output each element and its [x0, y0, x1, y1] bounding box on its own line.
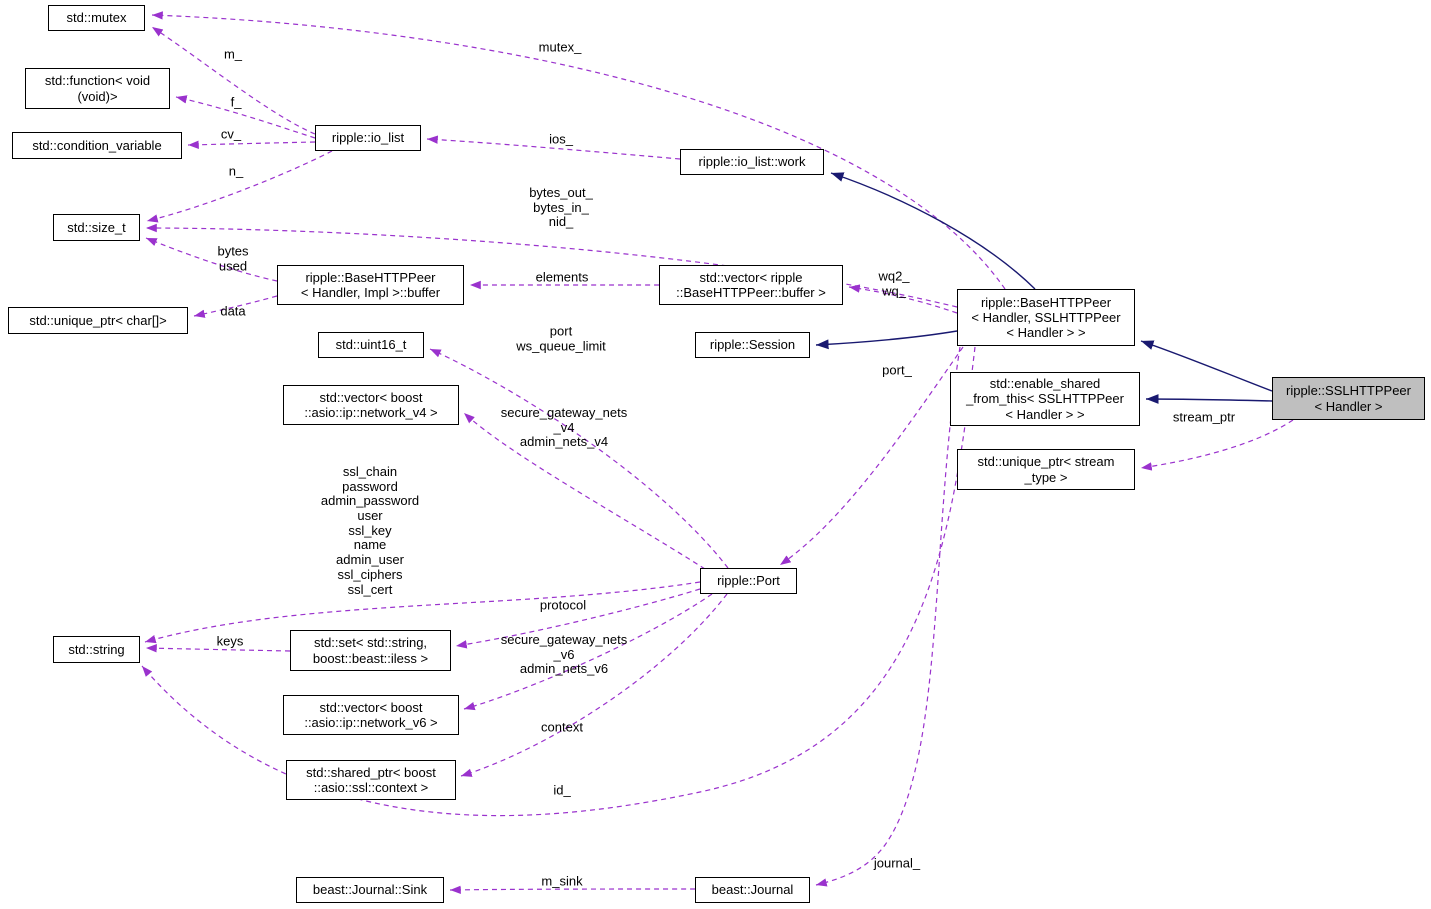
- edge-port-strings: [144, 581, 701, 644]
- node-std-condition-variable[interactable]: std::condition_variable: [12, 132, 182, 159]
- edge-label-ios: ios_: [549, 131, 573, 147]
- edge-context: [460, 593, 728, 777]
- edge-id: [141, 346, 976, 817]
- edge-v6: [463, 593, 713, 711]
- node-ripple-session[interactable]: ripple::Session: [695, 332, 810, 358]
- edge-inherit-basehttppeer: [1140, 340, 1273, 392]
- node-ripple-port[interactable]: ripple::Port: [700, 568, 797, 594]
- edge-protocol: [455, 588, 701, 649]
- edge-label-id: id_: [553, 782, 571, 798]
- node-beast-journal-sink[interactable]: beast::Journal::Sink: [296, 877, 444, 903]
- edge-label-port-ref: port_: [882, 362, 912, 378]
- edge-inherit-work: [830, 172, 1036, 290]
- node-std-uint16-t[interactable]: std::uint16_t: [318, 332, 424, 358]
- edge-bytes-used: [145, 237, 278, 282]
- node-std-mutex[interactable]: std::mutex: [48, 5, 145, 31]
- node-ripple-io-list[interactable]: ripple::io_list: [315, 125, 421, 151]
- node-std-vector-network-v6[interactable]: std::vector< boost ::asio::ip::network_v…: [283, 695, 459, 735]
- edge-f: [175, 95, 316, 139]
- edge-mutex: [151, 11, 1006, 290]
- edge-label-cv: cv_: [220, 126, 242, 142]
- edge-label-protocol: protocol: [539, 597, 587, 613]
- edge-label-wq: wq2_ wq_: [878, 268, 910, 298]
- node-beast-journal[interactable]: beast::Journal: [695, 877, 810, 903]
- edge-label-mutex: mutex_: [538, 39, 582, 55]
- node-std-string[interactable]: std::string: [53, 636, 140, 663]
- edge-inherit-session: [815, 330, 958, 350]
- edge-label-f: f_: [230, 94, 242, 110]
- edge-v4: [463, 412, 706, 570]
- edge-data: [193, 295, 278, 318]
- node-std-shared-ptr-ssl-context[interactable]: std::shared_ptr< boost ::asio::ssl::cont…: [286, 760, 456, 800]
- edge-label-m-sink: m_sink: [541, 873, 583, 889]
- edge-label-keys: keys: [216, 633, 244, 649]
- edge-label-context: context: [541, 719, 583, 735]
- edge-label-bytes-used: bytes used: [217, 243, 249, 273]
- edge-m: [151, 26, 316, 135]
- node-std-vector-network-v4[interactable]: std::vector< boost ::asio::ip::network_v…: [283, 385, 459, 425]
- edge-label-bytes: bytes_out_ bytes_in_ nid_: [529, 184, 593, 230]
- edge-label-port-strings: ssl_chain password admin_password user s…: [320, 463, 420, 597]
- node-std-unique-ptr-char[interactable]: std::unique_ptr< char[]>: [8, 307, 188, 334]
- edge-inherit-enable-shared: [1145, 394, 1273, 404]
- edge-label-port-wsq: port ws_queue_limit: [516, 323, 606, 353]
- node-ripple-sslhttppeer: ripple::SSLHTTPPeer < Handler >: [1272, 377, 1425, 420]
- edge-n: [146, 150, 333, 223]
- node-std-enable-shared-from-this[interactable]: std::enable_shared _from_this< SSLHTTPPe…: [950, 372, 1140, 426]
- node-std-set-iless[interactable]: std::set< std::string, boost::beast::ile…: [290, 630, 451, 671]
- edge-label-v4: secure_gateway_nets _v4 admin_nets_v4: [500, 404, 628, 450]
- node-std-vector-buffer[interactable]: std::vector< ripple ::BaseHTTPPeer::buff…: [659, 265, 843, 305]
- node-std-size-t[interactable]: std::size_t: [53, 214, 140, 241]
- edge-cv: [187, 140, 316, 149]
- edge-label-elements: elements: [535, 269, 589, 285]
- edge-keys: [145, 644, 291, 653]
- node-ripple-io-list-work[interactable]: ripple::io_list::work: [680, 149, 824, 175]
- edge-label-m: m_: [223, 46, 243, 62]
- edge-stream-ptr: [1140, 419, 1294, 471]
- node-std-unique-ptr-stream-type[interactable]: std::unique_ptr< stream _type >: [957, 449, 1135, 490]
- edge-m-sink: [449, 885, 696, 895]
- edge-journal-ref: [815, 346, 961, 887]
- edge-label-n: n_: [228, 163, 244, 179]
- node-basehttppeer-buffer[interactable]: ripple::BaseHTTPPeer < Handler, Impl >::…: [277, 265, 464, 305]
- edge-wq: [848, 284, 958, 314]
- edge-label-data: data: [220, 303, 246, 319]
- node-std-function-void[interactable]: std::function< void (void)>: [25, 68, 170, 109]
- edge-label-v6: secure_gateway_nets _v6 admin_nets_v6: [500, 631, 628, 677]
- edge-port-ref: [779, 346, 964, 566]
- edge-ios: [426, 135, 681, 160]
- node-ripple-basehttppeer[interactable]: ripple::BaseHTTPPeer < Handler, SSLHTTPP…: [957, 289, 1135, 346]
- edge-label-journal-ref: journal_: [873, 855, 921, 871]
- edge-port-wsq: [429, 348, 729, 569]
- edge-label-stream-ptr: stream_ptr: [1172, 409, 1236, 425]
